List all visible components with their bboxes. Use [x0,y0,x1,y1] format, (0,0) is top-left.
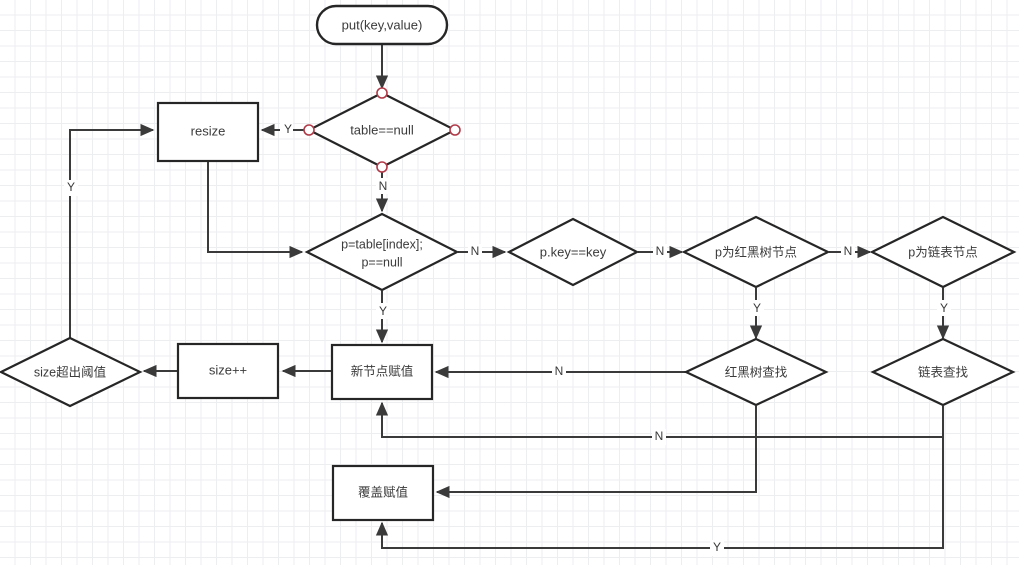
edge-label-isrbnode-no: N [844,244,853,258]
edge-sizeover-to-resize[interactable]: Y [64,123,155,338]
node-p-null-decision[interactable]: p=table[index]; p==null [304,212,460,292]
edge-label-pkeyeq-no: N [656,244,665,258]
edge-pnull-to-newnode[interactable]: Y [375,291,390,344]
edge-label-tablenull-yes: Y [284,122,292,136]
edge-pkeyeq-to-isrbnode[interactable]: N [638,244,684,260]
node-resize[interactable]: resize [156,101,260,163]
port-right-icon[interactable] [449,124,461,136]
edge-label-sizeover-yes: Y [67,180,75,194]
node-is-linkedlist-node-decision[interactable]: p为链表节点 [869,215,1017,289]
edge-islistnode-to-listsearch[interactable]: Y [936,288,951,340]
node-size-increment[interactable]: size++ [176,342,280,400]
edge-label-pnull-no: N [471,244,480,258]
node-table-null-decision[interactable]: table==null [303,87,461,173]
node-is-redblack-node-decision[interactable]: p为红黑树节点 [681,215,831,289]
node-layer: put(key,value) table==null resize p=tabl… [0,4,1017,522]
edge-listsearch-to-overwrite[interactable]: Y [375,437,944,556]
port-bottom-icon[interactable] [376,161,388,173]
edge-layer: Y N Y N [64,44,951,556]
edge-resize-to-pnull[interactable] [207,161,304,259]
edge-label-pnull-yes: Y [379,304,387,318]
edge-pnull-to-pkeyeq[interactable]: N [458,244,507,260]
edge-listsearch-to-newnode[interactable]: N [375,401,944,445]
node-size-over-threshold-decision[interactable]: size超出阈值 [0,336,143,408]
node-start[interactable]: put(key,value) [315,4,449,46]
edge-rbsearch-to-newnode[interactable]: N [434,364,686,380]
node-pkey-equals-key-decision[interactable]: p.key==key [506,217,640,287]
edge-label-tablenull-no: N [379,179,388,193]
edge-isrbnode-to-islistnode[interactable]: N [829,244,872,260]
edge-tablenull-to-resize[interactable]: Y [260,121,309,137]
edge-label-isrbnode-yes: Y [753,301,761,315]
edge-label-listsearch-yes: Y [713,540,721,554]
node-new-node-assign[interactable]: 新节点赋值 [330,343,434,401]
edge-rbsearch-to-overwrite[interactable] [435,406,757,499]
node-redblack-search-decision[interactable]: 红黑树查找 [683,337,829,407]
edge-label-islistnode-yes: Y [940,301,948,315]
node-overwrite-assign[interactable]: 覆盖赋值 [331,464,435,522]
node-linkedlist-search-decision[interactable]: 链表查找 [870,337,1016,407]
edge-isrbnode-to-rbsearch[interactable]: Y [749,288,764,340]
edge-tablenull-to-pnull[interactable]: N [375,168,390,213]
edge-label-listsearch-no: N [655,429,664,443]
port-top-icon[interactable] [376,87,388,99]
port-left-icon[interactable] [303,124,315,136]
edge-label-rbsearch-no: N [555,364,564,378]
